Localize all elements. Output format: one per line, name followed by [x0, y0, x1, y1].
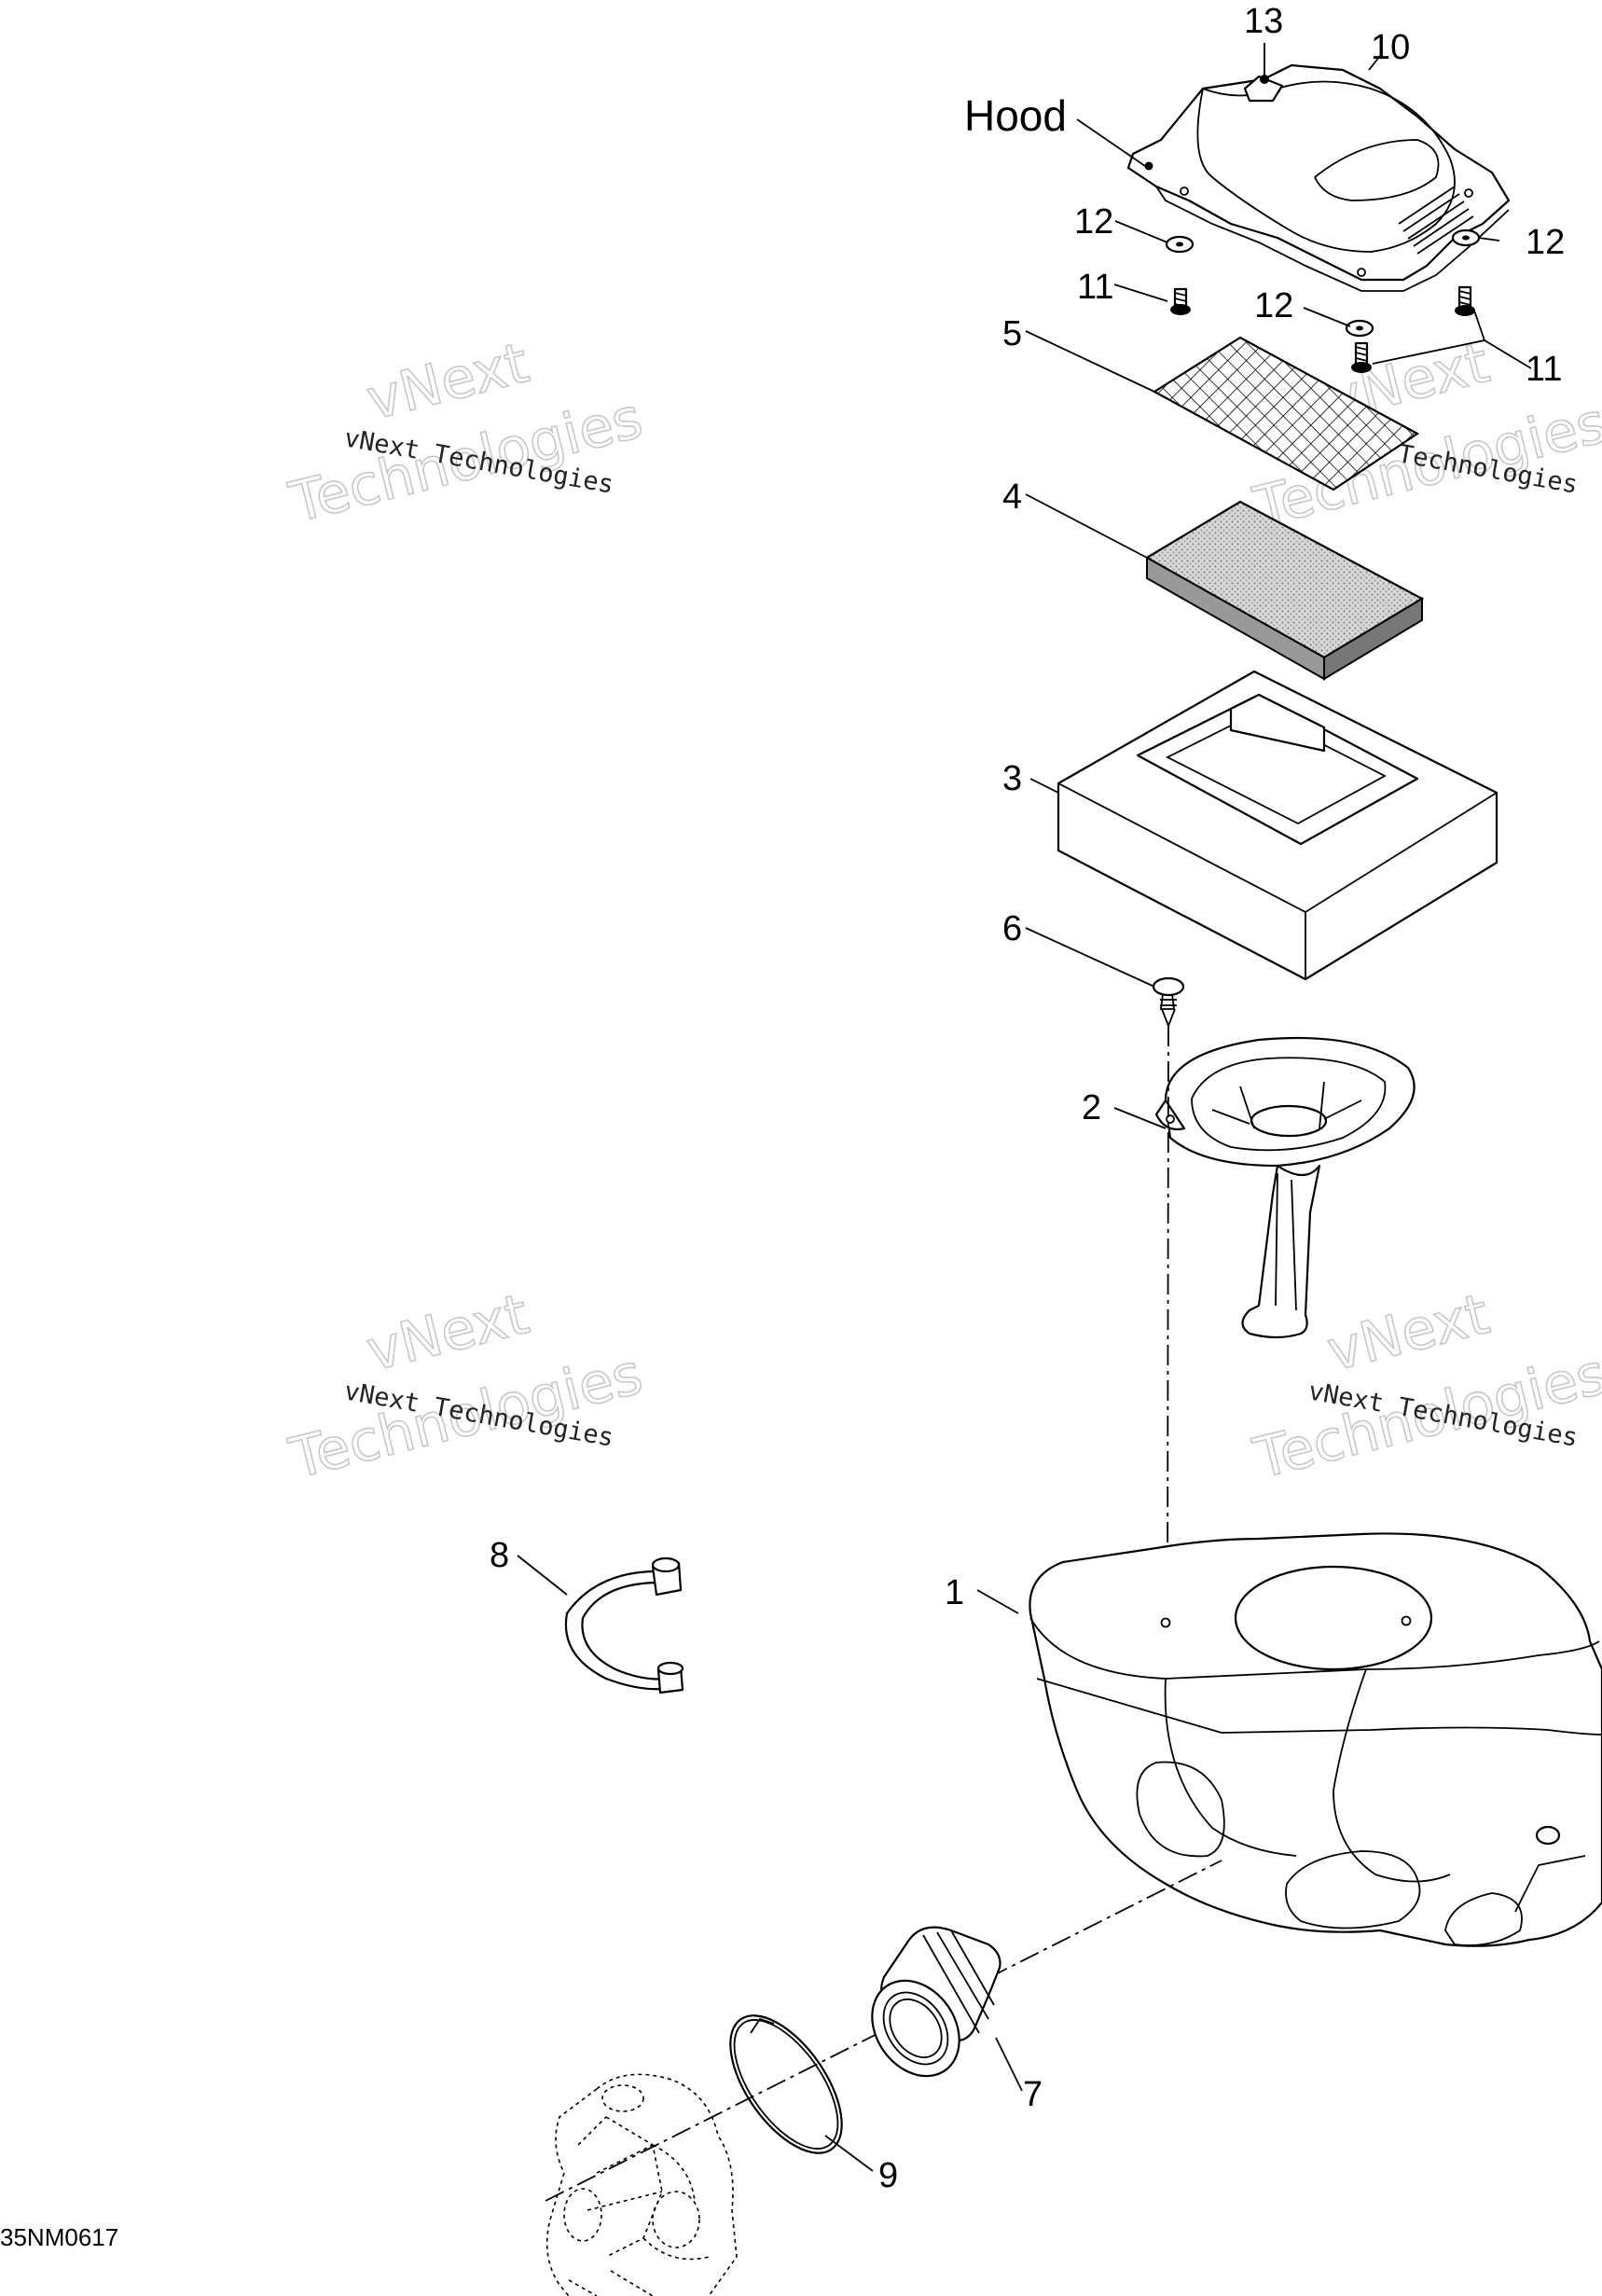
callout-hood: Hood: [964, 91, 1067, 140]
washer-part-12-middle: [1345, 319, 1374, 338]
screw-part-11-middle: [1351, 341, 1372, 373]
assembly-centerline: [1167, 1025, 1169, 1633]
air-box-part-1: [1029, 1532, 1602, 1947]
callout-13: 13: [1244, 2, 1283, 41]
clamp-part-9: [729, 2014, 843, 2154]
callout-10: 10: [1371, 28, 1410, 67]
watermark-1: vNext Technologies vNext Technologies: [283, 329, 649, 536]
callout-12-left: 12: [1074, 202, 1113, 242]
washer-part-12-left: [1165, 235, 1195, 254]
push-rivet-part-6: [1152, 976, 1185, 1029]
intake-boot-part-7: [871, 1926, 1001, 2078]
watermark-3: vNext Technologies vNext Technologies: [283, 1280, 649, 1492]
intake-funnel-part-2: [1154, 1036, 1416, 1339]
foam-filter-part-4: [1144, 500, 1425, 681]
callout-12-middle: 12: [1254, 286, 1293, 325]
svg-text:vNext: vNext: [1321, 1281, 1496, 1384]
screw-part-11-left: [1170, 287, 1191, 315]
carburetor-reference-dotted: [546, 2073, 738, 2296]
callout-2: 2: [1082, 1088, 1101, 1127]
svg-text:vNext: vNext: [361, 1281, 535, 1384]
callout-1: 1: [945, 1573, 964, 1612]
callout-9: 9: [878, 2156, 898, 2195]
callout-5: 5: [1002, 314, 1022, 353]
filter-frame-part-3: [1056, 670, 1498, 981]
callout-12-right: 12: [1526, 223, 1565, 262]
callout-4: 4: [1002, 477, 1022, 517]
hood-cover-part-10: [1126, 63, 1511, 292]
leader-lines: [517, 43, 1532, 2172]
strap-part-8: [564, 1556, 684, 1694]
callout-11-left: 11: [1077, 268, 1113, 307]
callout-8: 8: [490, 1536, 509, 1575]
screw-part-11-right: [1455, 285, 1475, 316]
callout-labels: 13 10 Hood 12 12 12 11 11 5 4 3 6 2 8 1 …: [490, 2, 1565, 2195]
callout-6: 6: [1002, 909, 1022, 948]
washer-part-12-right: [1451, 228, 1481, 247]
callout-3: 3: [1002, 759, 1022, 798]
callout-11-right: 11: [1526, 350, 1562, 389]
mesh-screen-part-5: [1152, 336, 1420, 491]
callout-7: 7: [1023, 2075, 1043, 2114]
drawing-reference-code: 35NM0617: [0, 2223, 118, 2251]
decal-part-13: [1243, 75, 1284, 103]
intake-axis-line: [545, 1860, 1222, 2202]
